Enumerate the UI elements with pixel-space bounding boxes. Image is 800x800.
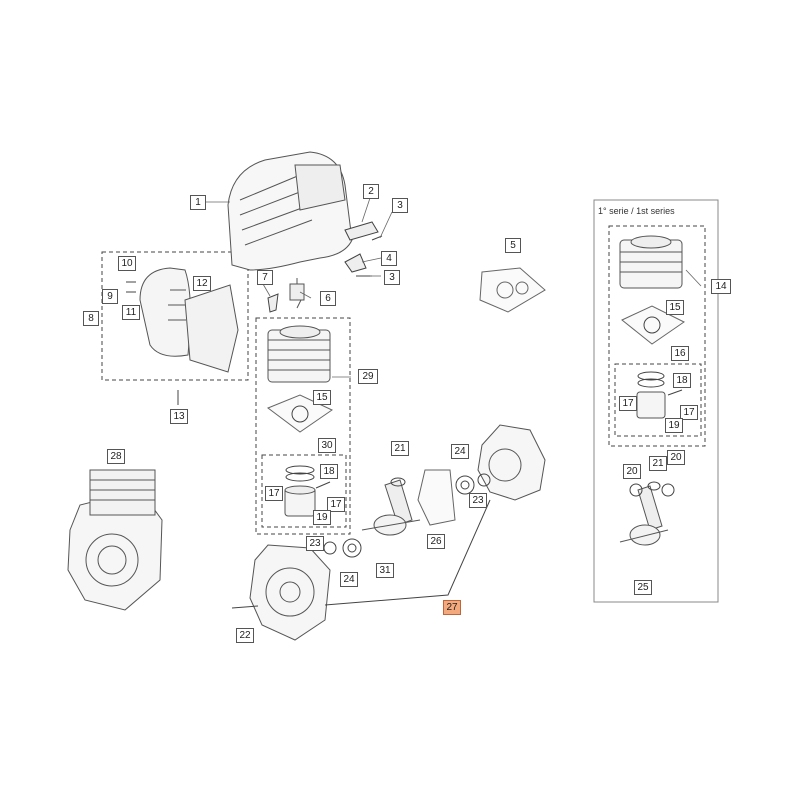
label-part-5: 5 (505, 238, 521, 253)
leader-27 (324, 499, 491, 606)
gasket-set (479, 267, 546, 313)
label-part-18: 18 (320, 464, 338, 479)
label-part-26: 26 (427, 534, 445, 549)
label-part-6: 6 (320, 291, 336, 306)
label-serie-part-21: 21 (649, 456, 667, 471)
bearing-24-a (342, 538, 362, 558)
first-series-caption: 1° serie / 1st series (598, 206, 675, 216)
heat-shield (184, 284, 239, 373)
label-part-2: 2 (363, 184, 379, 199)
label-part-31: 31 (376, 563, 394, 578)
label-part-1: 1 (190, 195, 206, 210)
label-part-17-left: 17 (265, 486, 283, 501)
engine-assembly (67, 469, 163, 611)
piston-ring-b (285, 472, 315, 482)
serie-needle-bearing-21 (647, 481, 661, 491)
first-series-frame (593, 199, 719, 603)
label-serie-part-20-right: 20 (667, 450, 685, 465)
crankcase-half-left (249, 544, 331, 641)
label-serie-part-14: 14 (711, 279, 731, 294)
serie-seal-20-a (629, 483, 643, 497)
crankshaft (361, 479, 421, 536)
serie-ring-a (637, 371, 665, 381)
cylinder (267, 325, 331, 383)
label-part-4: 4 (381, 251, 397, 266)
label-serie-part-17-right: 17 (680, 405, 698, 420)
label-serie-part-17-left: 17 (619, 396, 637, 411)
label-part-7: 7 (257, 270, 273, 285)
terminal-part (267, 293, 279, 313)
seal-23-b (477, 473, 491, 487)
label-serie-part-19: 19 (665, 418, 683, 433)
label-part-10: 10 (118, 256, 136, 271)
bracket-part (344, 221, 379, 241)
clamp-part (344, 253, 367, 273)
seal-23-a (323, 541, 337, 555)
label-serie-part-15: 15 (666, 300, 684, 315)
label-serie-part-25: 25 (634, 580, 652, 595)
label-part-21: 21 (391, 441, 409, 456)
label-serie-part-16: 16 (671, 346, 689, 361)
needle-bearing-21 (390, 477, 406, 487)
serie-piston-pin (667, 389, 683, 396)
serie-seal-20-b (661, 483, 675, 497)
label-part-19: 19 (313, 510, 331, 525)
piston-pin (315, 481, 331, 489)
label-part-8: 8 (83, 311, 99, 326)
label-part-22: 22 (236, 628, 254, 643)
label-serie-part-20-left: 20 (623, 464, 641, 479)
bolt-22 (231, 605, 259, 609)
label-part-30: 30 (318, 438, 336, 453)
serie-piston-kit-box (614, 363, 702, 437)
label-leaders (203, 197, 702, 378)
spark-plug (289, 278, 305, 309)
label-part-12: 12 (193, 276, 211, 291)
serie-ring-b (637, 378, 665, 388)
label-part-15: 15 (313, 390, 331, 405)
label-part-13: 13 (170, 409, 188, 424)
muffler-body (139, 267, 191, 357)
muffler-screws (126, 281, 136, 293)
label-part-3-upper: 3 (392, 198, 408, 213)
label-part-27-highlighted[interactable]: 27 (443, 600, 461, 615)
label-part-9: 9 (102, 289, 118, 304)
label-part-29: 29 (358, 369, 378, 384)
piston (284, 485, 316, 517)
shroud-cover (227, 151, 353, 271)
muffler-group-box (101, 251, 249, 381)
crankcase-half-right (477, 424, 546, 501)
serie-cylinder-kit-box (608, 225, 706, 447)
label-part-28: 28 (107, 449, 125, 464)
crankcase-gasket (417, 469, 456, 526)
piston-ring-a (285, 465, 315, 475)
label-part-24-upper: 24 (451, 444, 469, 459)
label-part-3-lower: 3 (384, 270, 400, 285)
label-part-11: 11 (122, 305, 140, 320)
label-part-24-lower: 24 (340, 572, 358, 587)
serie-cylinder (619, 235, 683, 289)
label-part-17-right: 17 (327, 497, 345, 512)
serie-gasket (621, 305, 685, 345)
bearing-24-b (455, 475, 475, 495)
cylinder-gasket-hole (291, 405, 309, 423)
label-part-23-upper: 23 (469, 493, 487, 508)
piston-kit-box (261, 454, 347, 528)
serie-crankshaft (619, 485, 669, 546)
cylinder-kit-box (255, 317, 351, 535)
serie-piston (636, 391, 666, 419)
label-serie-part-18: 18 (673, 373, 691, 388)
label-part-23-lower: 23 (306, 536, 324, 551)
